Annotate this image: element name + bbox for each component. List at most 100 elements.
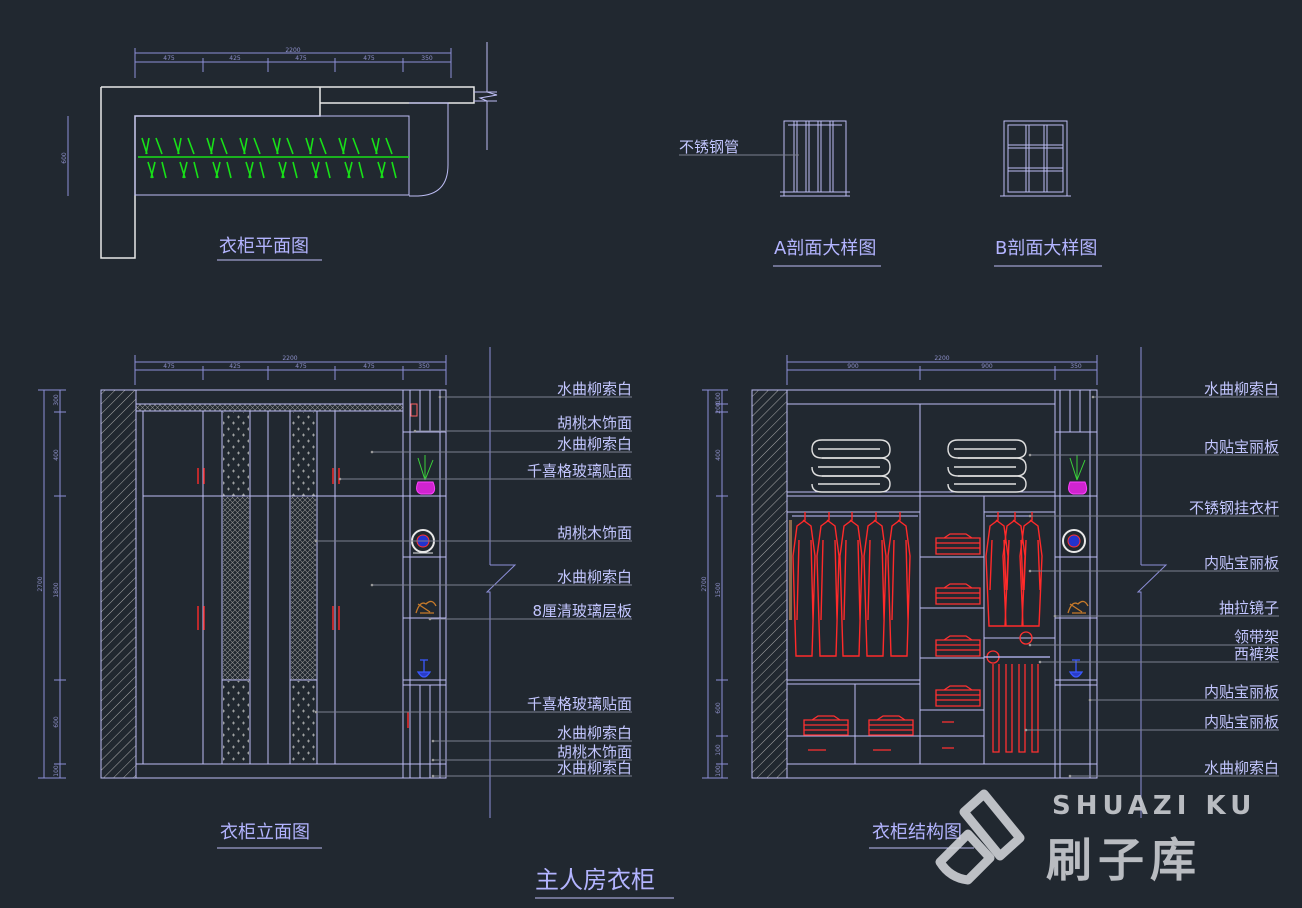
callout-label: 内贴宝丽板 <box>1204 713 1279 731</box>
hanging-garment <box>839 512 863 657</box>
elev-dim-v: 300 <box>53 394 60 406</box>
elevation-dimension-left: 2700 300 400 1800 600 100 <box>37 389 66 779</box>
callout-label: 内贴宝丽板 <box>1204 438 1279 456</box>
hanger-mark <box>147 161 167 179</box>
folded-blanket <box>947 439 1027 493</box>
brush-logo-icon <box>935 789 1025 885</box>
plan-dim: 425 <box>229 55 241 62</box>
structure-title: 衣柜结构图 <box>872 822 962 843</box>
vase-ornament <box>416 455 436 495</box>
hanger-mark <box>173 137 195 155</box>
hanging-garment <box>863 512 887 657</box>
elevation-title: 衣柜立面图 <box>220 822 310 843</box>
plan-dim: 475 <box>163 55 175 62</box>
callout-dot <box>431 739 435 743</box>
plan-view: 2200 475 425 475 475 350 600 衣柜平面图 <box>61 42 498 261</box>
section-a-title: A剖面大样图 <box>774 238 876 259</box>
callout-label: 内贴宝丽板 <box>1204 683 1279 701</box>
plan-dim: 475 <box>363 55 375 62</box>
structure-dimension-left: 2700 100 200 400 1500 600 100 100 <box>701 389 728 779</box>
plan-dim: 475 <box>295 55 307 62</box>
struct-dim: 900 <box>847 363 859 370</box>
callout-dot <box>1028 643 1032 647</box>
hanger-mark <box>311 161 331 179</box>
structure-callouts: 水曲柳索白内贴宝丽板不锈钢挂衣杆内贴宝丽板抽拉镜子领带架西裤架内贴宝丽板内贴宝丽… <box>1024 380 1279 778</box>
watermark-latin: SHUAZI KU <box>1052 791 1256 821</box>
elev-dim-total: 2200 <box>282 355 297 362</box>
callout-label: 胡桃木饰面 <box>557 743 632 761</box>
callout-label: 内贴宝丽板 <box>1204 554 1279 572</box>
struct-dim-v: 100 <box>715 744 722 756</box>
plan-dimension-line: 2200 475 425 475 475 350 600 <box>61 47 452 196</box>
elev-dim: 475 <box>363 363 375 370</box>
callout-dot <box>428 617 432 621</box>
door-handles <box>197 468 409 728</box>
drawing-title: 主人房衣柜 <box>535 866 655 894</box>
callout-dot <box>370 450 374 454</box>
struct-dim: 900 <box>981 363 993 370</box>
figurine-ornament <box>416 659 432 678</box>
hanger-mark <box>305 137 327 155</box>
clock-ornament <box>1062 529 1086 553</box>
plan-dim-total: 2200 <box>285 47 300 54</box>
folded-blanket <box>811 439 891 493</box>
callout-label: 领带架 <box>1234 628 1279 646</box>
struct-dim: 350 <box>1070 363 1082 370</box>
plan-outline <box>100 42 498 259</box>
plan-title: 衣柜平面图 <box>219 236 309 257</box>
elev-dim-v: 600 <box>53 716 60 728</box>
callout-dot <box>338 477 342 481</box>
struct-dim-v: 200 <box>715 402 722 414</box>
bird-ornament <box>1067 600 1089 614</box>
struct-dim-v: 400 <box>715 449 722 461</box>
plan-hanger-marks <box>141 137 397 179</box>
callout-dot <box>1028 453 1032 457</box>
section-a-callout: 不锈钢管 <box>679 138 739 156</box>
struct-dim-height: 2700 <box>701 576 708 591</box>
hanging-garment <box>887 512 911 657</box>
callout-label: 千喜格玻璃贴面 <box>527 462 632 480</box>
callout-dot <box>1088 698 1092 702</box>
section-b-detail: B剖面大样图 <box>994 120 1102 267</box>
hanger-mark <box>371 137 393 155</box>
hanger-mark <box>377 161 397 179</box>
hanger-mark <box>239 137 261 155</box>
callout-dot <box>431 758 435 762</box>
elev-dim-v: 100 <box>53 765 60 777</box>
struct-dim-v: 100 <box>715 392 722 404</box>
callout-dot <box>1024 728 1028 732</box>
struct-dim-v: 600 <box>715 702 722 714</box>
callout-dot <box>1028 569 1032 573</box>
vase-ornament <box>1068 455 1088 495</box>
elev-dim: 350 <box>418 363 430 370</box>
callout-label: 水曲柳索白 <box>557 568 632 586</box>
elev-dim-height: 2700 <box>37 576 44 591</box>
hanger-mark <box>179 161 199 179</box>
hanger-mark <box>245 161 265 179</box>
elev-dim: 475 <box>163 363 175 370</box>
watermark-chinese: 刷子库 <box>1046 833 1202 887</box>
hanging-garment <box>792 512 816 657</box>
callout-dot <box>413 429 417 433</box>
callout-label: 水曲柳索白 <box>557 435 632 453</box>
figurine-ornament <box>1068 659 1084 678</box>
plan-dim: 350 <box>421 55 433 62</box>
callout-label: 8厘清玻璃层板 <box>532 602 632 620</box>
elev-dim-v: 400 <box>53 449 60 461</box>
callout-dot <box>314 710 318 714</box>
struct-dim-v: 100 <box>715 765 722 777</box>
tie-and-trouser-rack <box>984 631 1050 753</box>
hanger-mark <box>344 161 364 179</box>
struct-dim-total: 2200 <box>934 355 949 362</box>
hanger-mark <box>338 137 360 155</box>
callout-label: 西裤架 <box>1234 645 1279 663</box>
callout-dot <box>1038 660 1042 664</box>
callout-dot <box>370 583 374 587</box>
callout-label: 水曲柳索白 <box>1204 759 1279 777</box>
struct-dim-v: 1500 <box>715 582 722 597</box>
callout-label: 水曲柳索白 <box>1204 380 1279 398</box>
callout-label: 胡桃木饰面 <box>557 524 632 542</box>
hanging-clothes <box>792 512 1050 657</box>
callout-dot <box>1091 395 1095 399</box>
